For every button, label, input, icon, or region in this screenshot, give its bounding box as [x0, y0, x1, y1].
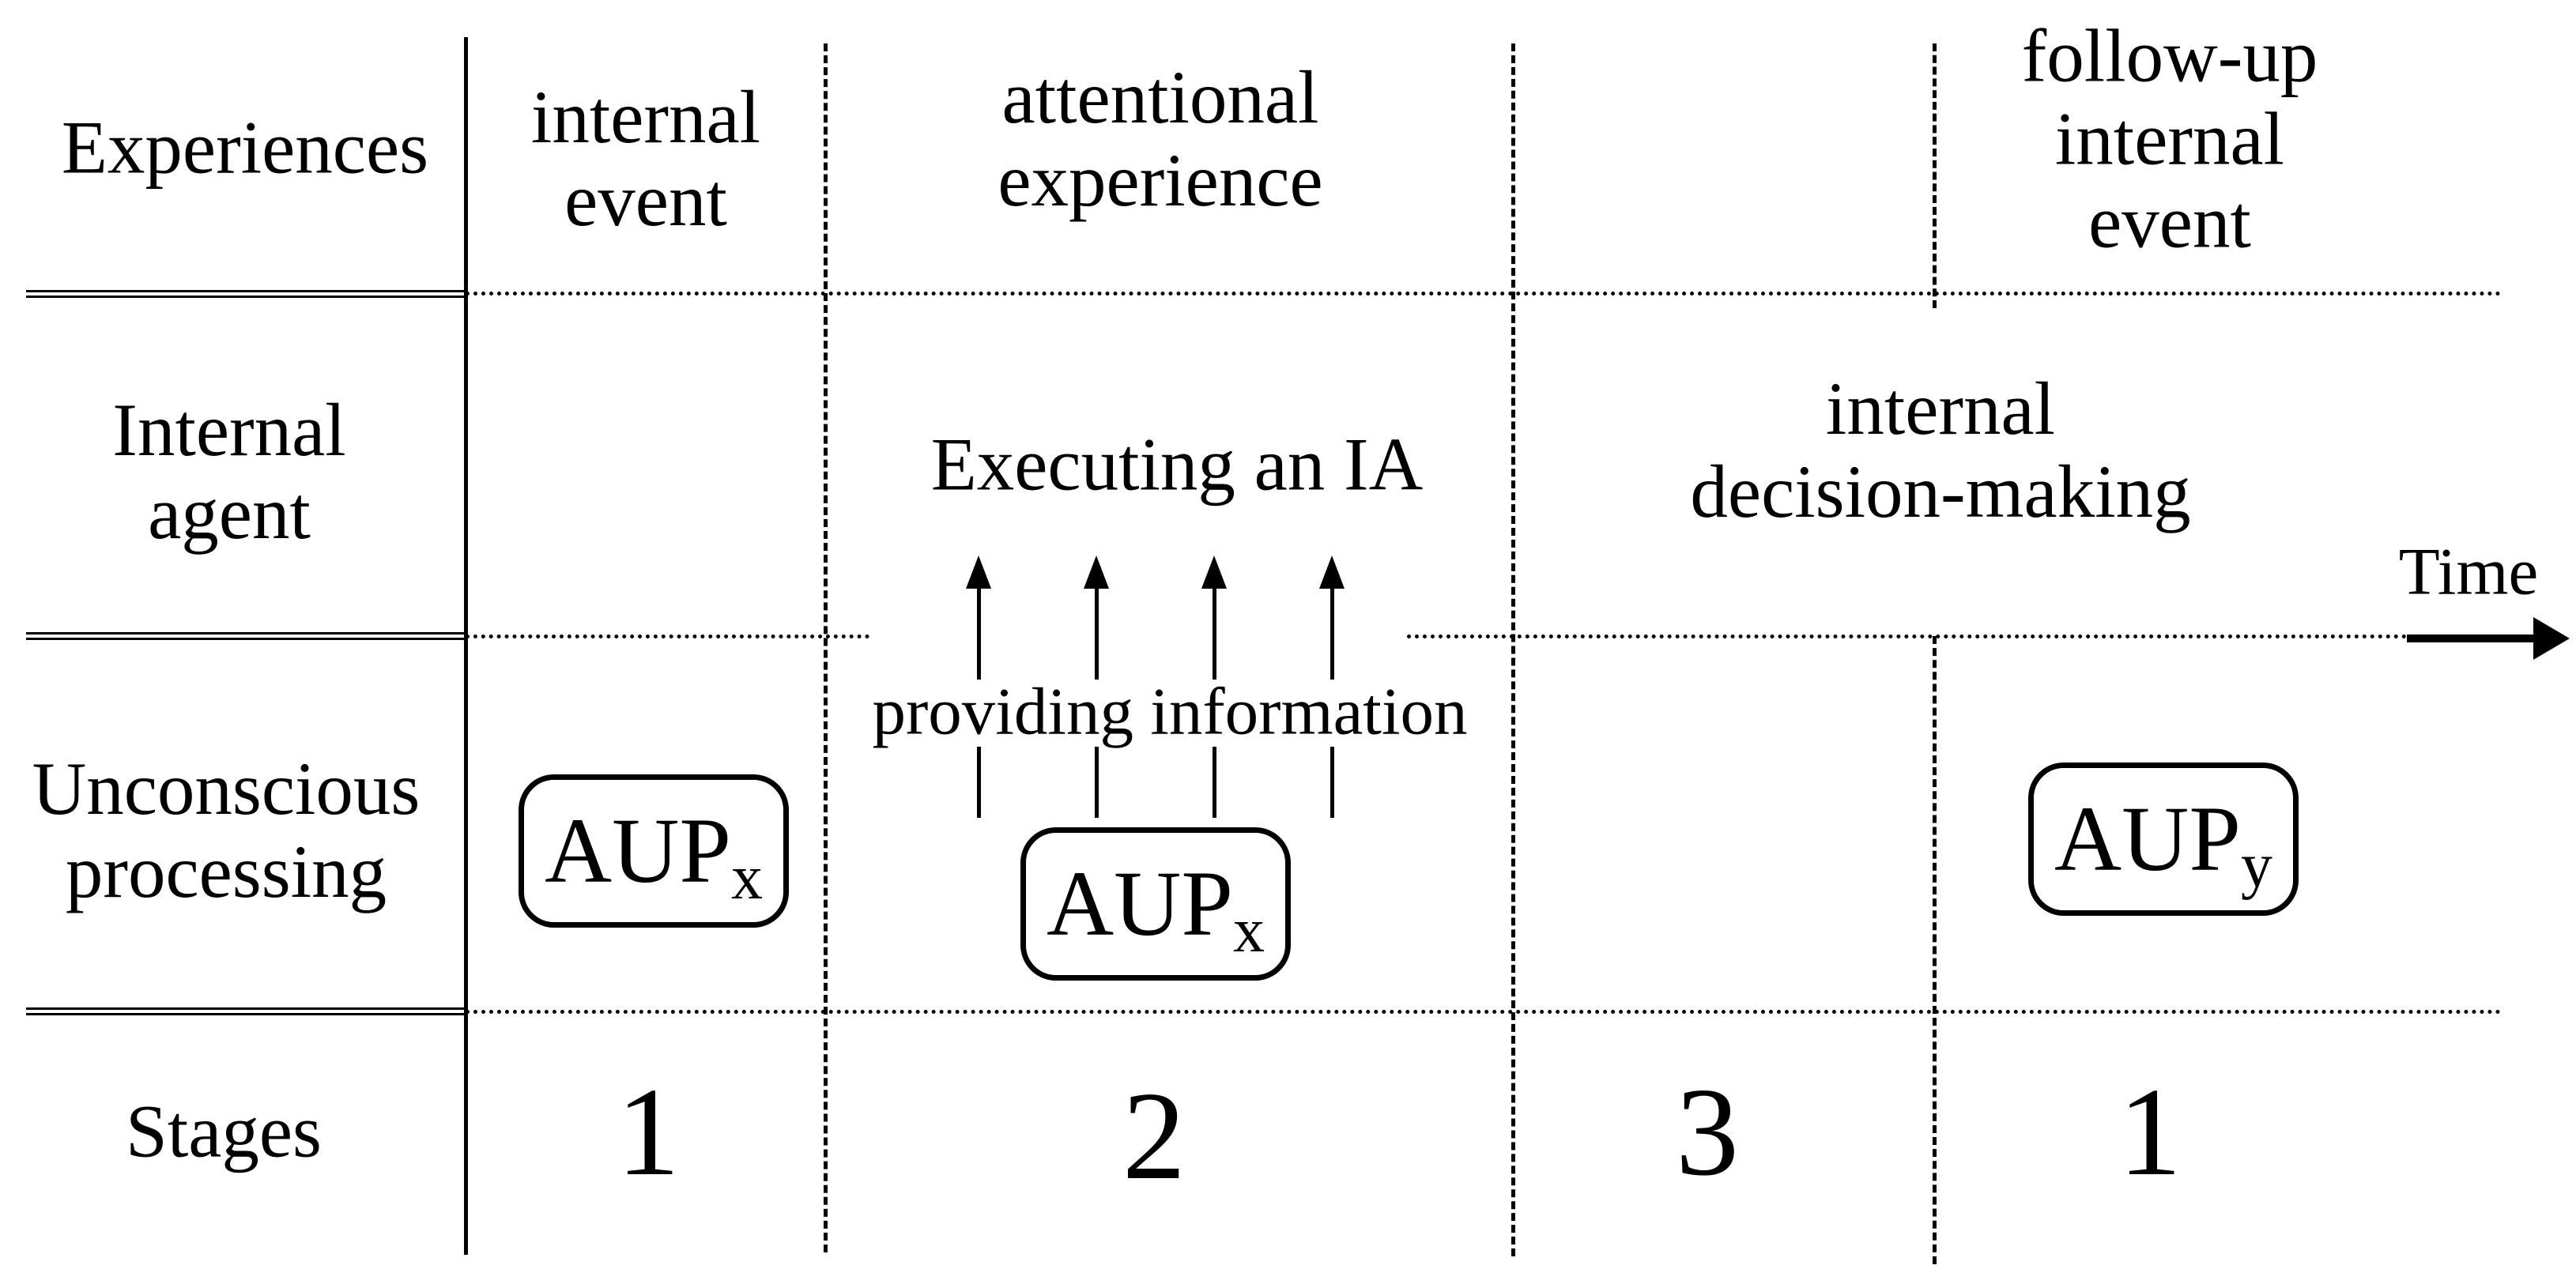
arrow-shaft-lower	[977, 747, 981, 818]
stage-number-3: 3	[1676, 1061, 1739, 1202]
row-header-internal-agent: Internal agent	[112, 389, 345, 555]
column-divider-2	[1511, 43, 1515, 1256]
arrow-shaft-upper	[1095, 587, 1099, 680]
cell-follow-up-internal-event: follow-up internal event	[2021, 13, 2318, 264]
stage-number-1: 1	[617, 1061, 680, 1202]
row-divider-2-dotted-left	[466, 634, 869, 638]
cell-text-line: attentional	[1001, 55, 1319, 139]
arrow-head	[1319, 555, 1345, 589]
time-arrow-head	[2533, 617, 2570, 660]
cell-internal-event: internal event	[531, 76, 760, 242]
aup-box-text: AUP	[544, 799, 732, 902]
time-arrow-shaft	[2407, 634, 2535, 642]
row-header-line: Stages	[125, 1089, 322, 1173]
aup-box-text: AUP	[1046, 852, 1234, 955]
cell-text-line: decision-making	[1690, 450, 2191, 533]
cell-text-line: Executing an IA	[930, 422, 1424, 506]
cell-text-line: experience	[998, 138, 1323, 222]
cell-text-line: event	[2088, 179, 2251, 264]
row-header-line: Unconscious	[32, 747, 421, 830]
row-divider-3-solid	[26, 1007, 466, 1015]
arrow-shaft-upper	[1213, 587, 1216, 680]
cell-internal-decision-making: internal decision-making	[1690, 367, 2190, 533]
arrow-shaft-lower	[1330, 747, 1334, 818]
column-divider-3-lower	[1933, 636, 1937, 1264]
row-divider-2-dotted-right	[1407, 634, 2407, 638]
aup-box-subscript: x	[1233, 896, 1265, 966]
column-divider-1	[824, 43, 828, 1252]
row-header-line: Experiences	[61, 105, 429, 190]
arrow-shaft-upper	[977, 587, 981, 680]
row-divider-2-solid	[26, 632, 466, 640]
aup-box-subscript: y	[2241, 831, 2273, 901]
row-divider-1-dotted	[466, 292, 2502, 296]
arrow-head	[1084, 555, 1109, 589]
row-header-experiences: Experiences	[61, 105, 429, 190]
arrow-head	[1201, 555, 1227, 589]
cell-executing-ia: Executing an IA	[930, 422, 1424, 506]
aup-box-text: AUP	[2054, 787, 2242, 891]
row-header-unconscious-processing: Unconscious processing	[32, 747, 421, 913]
row-divider-3-dotted	[466, 1010, 2502, 1014]
row-header-line: Internal	[112, 388, 346, 472]
row-header-stages: Stages	[126, 1090, 322, 1173]
row-header-line: agent	[148, 471, 311, 555]
aup-box-subscript: x	[731, 843, 764, 913]
cell-attentional-experience: attentional experience	[998, 56, 1322, 222]
cell-text-line: event	[564, 158, 727, 242]
header-column-divider-line	[464, 37, 468, 1255]
cell-text-line: follow-up	[2021, 13, 2318, 98]
arrow-shaft-lower	[1213, 747, 1216, 818]
row-divider-1-solid	[26, 290, 466, 298]
cell-text-line: internal	[2054, 96, 2285, 181]
stage-number-4: 1	[2118, 1061, 2182, 1202]
stage-number-2: 2	[1122, 1065, 1186, 1206]
arrow-shaft-lower	[1095, 747, 1099, 818]
providing-information-label: providing information	[872, 674, 1468, 749]
row-header-line: processing	[65, 830, 387, 913]
time-axis-label: Time	[2398, 534, 2539, 609]
arrow-head	[966, 555, 991, 589]
column-divider-3-upper	[1933, 43, 1937, 308]
arrow-shaft-upper	[1330, 587, 1334, 680]
cell-text-line: internal	[530, 75, 761, 159]
cell-text-line: internal	[1825, 367, 2056, 450]
